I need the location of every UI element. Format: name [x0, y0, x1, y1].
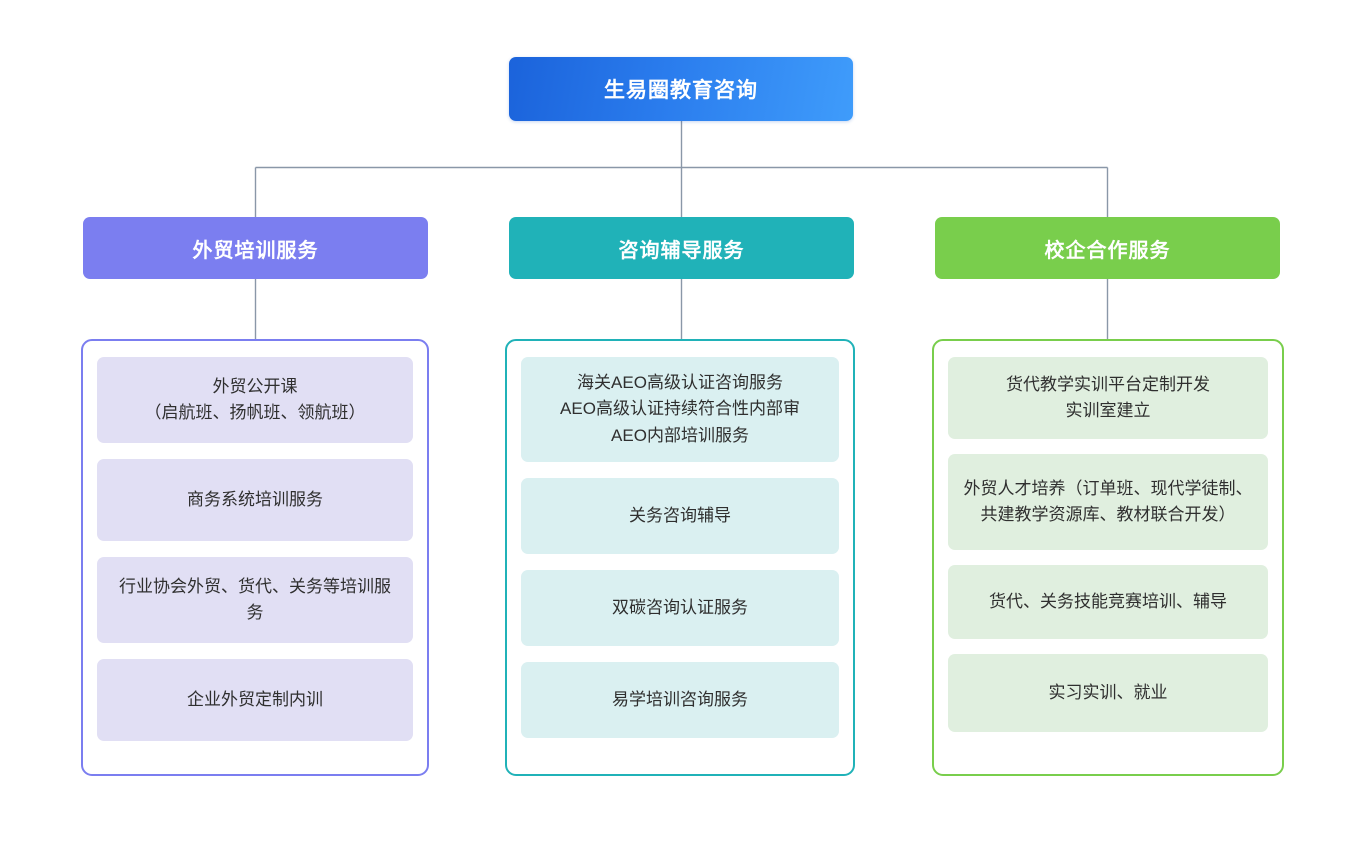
item-card[interactable]: 外贸公开课 （启航班、扬帆班、领航班） — [97, 357, 413, 443]
group-box-consulting-coaching: 海关AEO高级认证咨询服务 AEO高级认证持续符合性内部审 AEO内部培训服务 … — [505, 339, 855, 776]
column-header-foreign-trade-training[interactable]: 外贸培训服务 — [83, 217, 428, 279]
item-card[interactable]: 企业外贸定制内训 — [97, 659, 413, 741]
root-node[interactable]: 生易圈教育咨询 — [509, 57, 853, 121]
column-header-label: 外贸培训服务 — [192, 239, 319, 262]
root-node-label: 生易圈教育咨询 — [604, 79, 758, 102]
group-box-school-enterprise-cooperation: 货代教学实训平台定制开发 实训室建立 外贸人才培养（订单班、现代学徒制、共建教学… — [932, 339, 1284, 776]
item-card[interactable]: 货代教学实训平台定制开发 实训室建立 — [948, 357, 1268, 439]
column-header-consulting-coaching[interactable]: 咨询辅导服务 — [509, 217, 854, 279]
item-card[interactable]: 行业协会外贸、货代、关务等培训服务 — [97, 557, 413, 643]
item-card[interactable]: 商务系统培训服务 — [97, 459, 413, 541]
item-card[interactable]: 双碳咨询认证服务 — [521, 570, 839, 646]
item-card[interactable]: 海关AEO高级认证咨询服务 AEO高级认证持续符合性内部审 AEO内部培训服务 — [521, 357, 839, 462]
group-box-foreign-trade-training: 外贸公开课 （启航班、扬帆班、领航班） 商务系统培训服务 行业协会外贸、货代、关… — [81, 339, 429, 776]
item-card[interactable]: 关务咨询辅导 — [521, 478, 839, 554]
item-card[interactable]: 实习实训、就业 — [948, 654, 1268, 732]
column-header-school-enterprise-cooperation[interactable]: 校企合作服务 — [935, 217, 1280, 279]
item-card[interactable]: 货代、关务技能竞赛培训、辅导 — [948, 565, 1268, 639]
column-header-label: 校企合作服务 — [1044, 239, 1171, 262]
column-header-label: 咨询辅导服务 — [618, 239, 745, 262]
item-card[interactable]: 易学培训咨询服务 — [521, 662, 839, 738]
item-card[interactable]: 外贸人才培养（订单班、现代学徒制、共建教学资源库、教材联合开发） — [948, 454, 1268, 550]
